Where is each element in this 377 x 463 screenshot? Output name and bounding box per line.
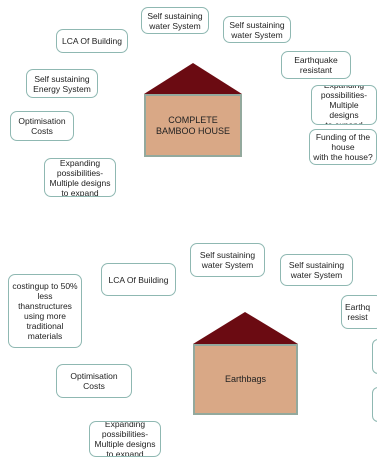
node-partial-edge-2b: [372, 387, 377, 422]
node-costing-2: costingup to 50% less thanstructures usi…: [8, 274, 82, 348]
node-lca-1: LCA Of Building: [56, 29, 128, 53]
node-expanding-left-1: Expanding possibilities- Multiple design…: [44, 158, 116, 197]
node-lca-2: LCA Of Building: [101, 263, 176, 296]
node-earthquake-1: Earthquake resistant: [281, 51, 351, 79]
node-expanding-right-1: Expanding possibilities- Multiple design…: [311, 85, 377, 125]
house-diagram-bamboo: COMPLETE BAMBOO HOUSE: [144, 63, 242, 157]
house-diagram-earthbags: Earthbags: [193, 312, 298, 415]
node-funding-1: Funding of the house with the house?: [309, 129, 377, 165]
node-optimisation-2: Optimisation Costs: [56, 364, 132, 398]
node-energy-system-1: Self sustaining Energy System: [26, 69, 98, 98]
node-water-system-1b: Self sustaining water System: [223, 16, 291, 43]
node-optimisation-1: Optimisation Costs: [10, 111, 74, 141]
node-water-system-2a: Self sustaining water System: [190, 243, 265, 277]
node-water-system-1a: Self sustaining water System: [141, 7, 209, 34]
node-expanding-2: Expanding possibilities- Multiple design…: [89, 421, 161, 457]
house-label-bamboo: COMPLETE BAMBOO HOUSE: [144, 94, 242, 157]
node-partial-edge-2a: [372, 339, 377, 374]
node-water-system-2b: Self sustaining water System: [280, 254, 353, 286]
house-roof: [193, 312, 298, 344]
node-earthquake-partial-2: Earthq resist: [341, 295, 377, 329]
house-roof: [144, 63, 242, 94]
house-label-earthbags: Earthbags: [193, 344, 298, 415]
